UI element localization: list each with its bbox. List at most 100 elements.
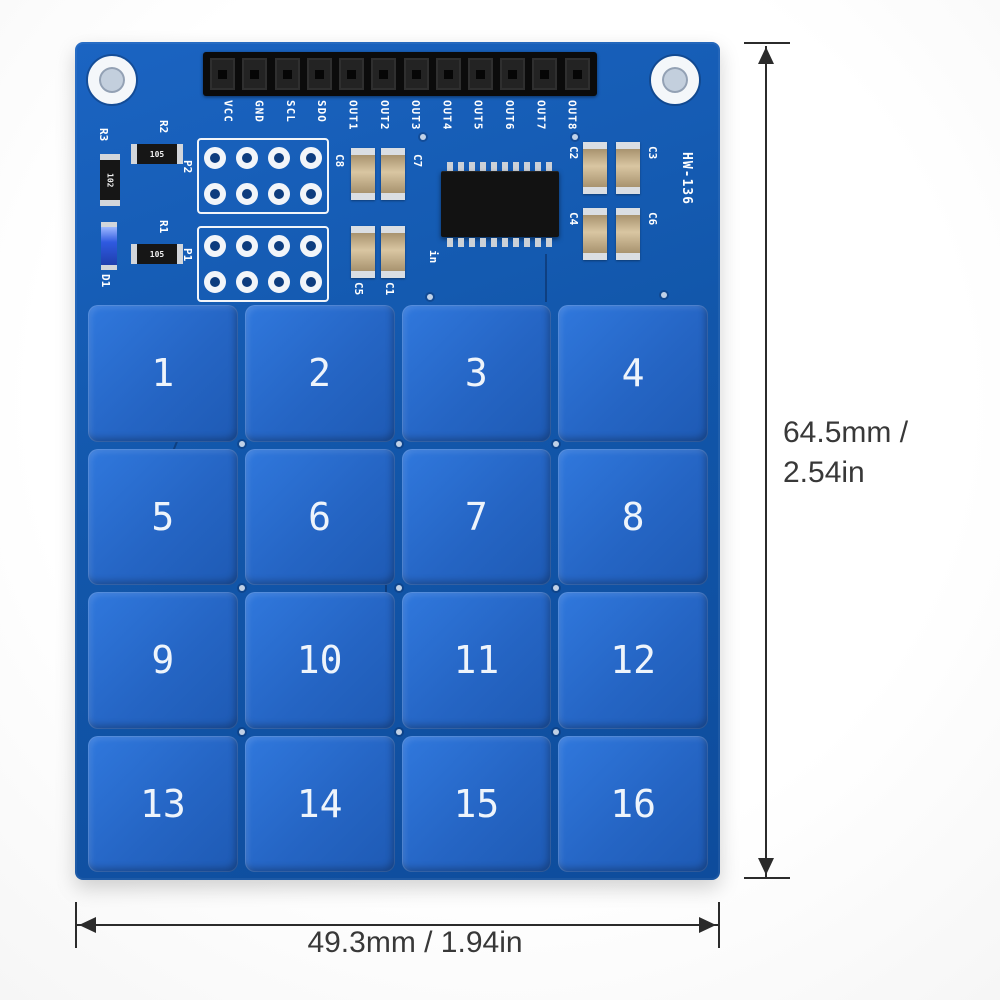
dimension-tick-bottom xyxy=(744,877,790,879)
pin-label-out5: OUT5 xyxy=(471,100,485,131)
header-pin xyxy=(467,58,493,90)
header-pin xyxy=(435,58,461,90)
label-r2: R2 xyxy=(157,120,170,134)
via-dot xyxy=(420,134,426,140)
key-number: 15 xyxy=(453,781,500,826)
label-c6: C6 xyxy=(646,212,659,226)
key-number: 12 xyxy=(610,638,656,683)
key-number: 11 xyxy=(453,638,500,683)
via-dot xyxy=(396,585,402,591)
touch-key-1: 1 xyxy=(88,305,238,442)
pad-hole xyxy=(204,147,226,169)
pin-label-out2: OUT2 xyxy=(377,100,391,131)
key-number: 5 xyxy=(151,494,175,539)
resistor-r1: 105 xyxy=(131,244,183,264)
key-number: 3 xyxy=(464,351,488,396)
mounting-hole-right xyxy=(651,56,699,104)
capacitor-c1 xyxy=(381,226,405,278)
header-pin xyxy=(274,58,300,90)
pad-hole xyxy=(204,235,226,257)
touch-key-6: 6 xyxy=(244,448,395,585)
resistor-r1-value: 105 xyxy=(149,249,165,259)
header-pin xyxy=(564,58,590,90)
touch-key-16: 16 xyxy=(558,735,708,872)
key-number: 14 xyxy=(296,781,343,826)
pad-hole xyxy=(300,271,322,293)
resistor-r2: 105 xyxy=(131,144,183,164)
ic-pins-top xyxy=(447,162,552,171)
resistor-r2-value: 105 xyxy=(149,149,165,159)
pin-label-out1: OUT1 xyxy=(346,100,360,131)
led-d1 xyxy=(101,222,117,270)
resistor-r3: 102 xyxy=(100,154,120,206)
label-r1: R1 xyxy=(157,220,170,234)
arrow-up-icon xyxy=(758,47,774,64)
pin-label-out6: OUT6 xyxy=(502,100,516,131)
height-dimension-label: 64.5mm / 2.54in xyxy=(783,413,908,493)
pad-hole xyxy=(236,183,258,205)
pad-hole xyxy=(268,183,290,205)
pin-label-out4: OUT4 xyxy=(440,100,454,131)
key-number: 9 xyxy=(151,638,175,683)
touch-key-8: 8 xyxy=(558,448,708,585)
capacitor-c5 xyxy=(351,226,375,278)
pad-hole xyxy=(300,235,322,257)
touch-key-4: 4 xyxy=(558,305,708,442)
pcb-board: VCC GND SCL SDO OUT1 OUT2 OUT3 OUT4 OUT5… xyxy=(75,42,720,880)
header-pin xyxy=(403,58,429,90)
label-in: in xyxy=(427,250,440,264)
header-pin xyxy=(500,58,526,90)
touch-key-12: 12 xyxy=(558,592,708,729)
pin-header xyxy=(203,52,597,96)
pad-hole xyxy=(300,147,322,169)
key-number: 6 xyxy=(308,494,332,539)
capacitor-c8 xyxy=(351,148,375,200)
pin-label-vcc: VCC xyxy=(221,100,235,123)
height-dimension-line1: 64.5mm / xyxy=(783,416,909,449)
touch-key-9: 9 xyxy=(88,592,238,729)
touch-keypad: 1 2 3 4 5 6 7 8 9 10 11 12 13 14 15 16 xyxy=(88,305,708,872)
touch-key-15: 15 xyxy=(401,735,552,872)
pin-label-out3: OUT3 xyxy=(409,100,423,131)
ic-chip xyxy=(441,171,559,237)
via-dot xyxy=(572,134,578,140)
via-dot xyxy=(553,585,559,591)
dimension-line-horizontal xyxy=(77,924,718,926)
arrow-down-icon xyxy=(758,858,774,875)
capacitor-c7 xyxy=(381,148,405,200)
pad-hole xyxy=(268,235,290,257)
height-dimension-line2: 2.54in xyxy=(783,456,865,489)
via-dot xyxy=(553,441,559,447)
pad-hole xyxy=(236,235,258,257)
label-p1: P1 xyxy=(181,248,194,262)
model-label: HW-136 xyxy=(679,152,694,205)
pin-labels: VCC GND SCL SDO OUT1 OUT2 OUT3 OUT4 OUT5… xyxy=(203,100,597,164)
capacitor-c2 xyxy=(583,142,607,194)
connector-p2 xyxy=(197,138,329,214)
label-r3: R3 xyxy=(97,128,110,142)
via-dot xyxy=(239,585,245,591)
pad-hole xyxy=(204,271,226,293)
touch-key-13: 13 xyxy=(88,735,238,872)
pad-hole xyxy=(204,183,226,205)
via-dot xyxy=(239,729,245,735)
key-number: 16 xyxy=(610,781,656,826)
touch-key-14: 14 xyxy=(244,735,395,872)
touch-key-5: 5 xyxy=(88,448,238,585)
key-number: 4 xyxy=(621,351,645,396)
via-dot xyxy=(396,441,402,447)
arrow-right-icon xyxy=(699,917,716,933)
key-number: 13 xyxy=(139,781,186,826)
pad-hole xyxy=(300,183,322,205)
touch-key-10: 10 xyxy=(244,592,395,729)
pad-hole xyxy=(268,147,290,169)
capacitor-c4 xyxy=(583,208,607,260)
header-pin xyxy=(210,58,236,90)
key-number: 7 xyxy=(464,494,488,539)
via-dot xyxy=(661,292,667,298)
pad-hole xyxy=(236,147,258,169)
label-c4: C4 xyxy=(567,212,580,226)
via-dot xyxy=(239,441,245,447)
pin-label-out7: OUT7 xyxy=(534,100,548,131)
